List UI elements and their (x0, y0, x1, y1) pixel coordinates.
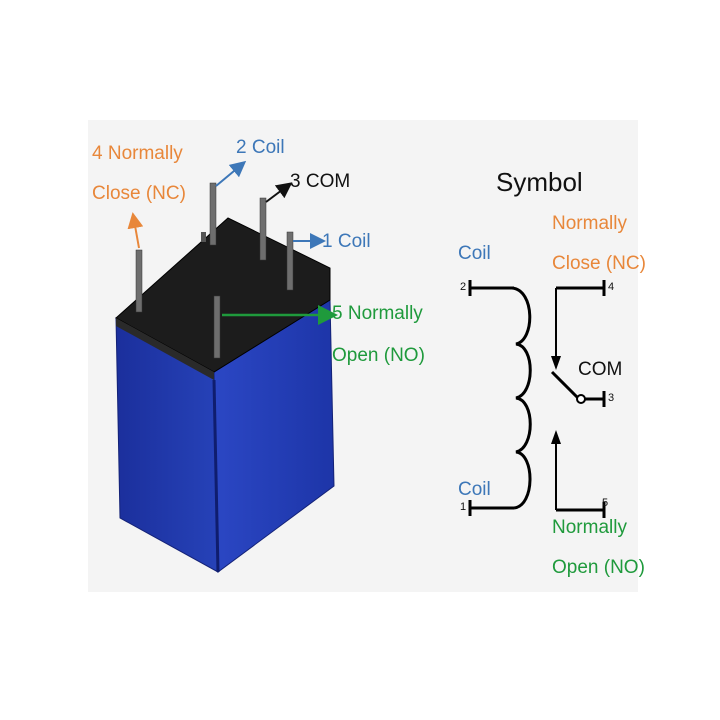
pin-3 (259, 197, 267, 261)
pin3-label: 3 COM (290, 171, 351, 192)
nc-arrowhead (551, 356, 561, 370)
pin-2 (209, 182, 217, 246)
pin5-label-line2: Open (NO) (332, 345, 425, 366)
pin4-label-line1: 4 Normally (92, 143, 183, 164)
pin1-label: 1 Coil (322, 231, 371, 252)
no-arrowhead (551, 430, 561, 444)
com-pivot (576, 394, 586, 404)
symbol-pin-4: 4 (608, 281, 615, 293)
com-switch-arm (550, 370, 580, 400)
coil-top-label: Coil (458, 243, 491, 264)
relay-top-face (115, 217, 331, 373)
coil2-arrow (215, 160, 247, 187)
com-arrow (265, 182, 293, 203)
symbol-pin-2: 2 (460, 281, 467, 293)
pin-stub (201, 232, 206, 242)
coil-bottom-label: Coil (458, 479, 491, 500)
relay-top-edge (116, 318, 214, 380)
com-label: COM (578, 359, 623, 380)
symbol-pin-3: 3 (608, 392, 615, 404)
nc-arrow (127, 212, 144, 249)
relay-corner-edge (212, 379, 220, 573)
relay-symbol (468, 280, 606, 518)
no-label-line2: Open (NO) (552, 557, 645, 578)
symbol-title: Symbol (496, 167, 583, 197)
no-label-line1: Normally (552, 517, 627, 538)
relay-component (115, 182, 335, 573)
pin-4 (135, 249, 143, 313)
nc-label-line1: Normally (552, 213, 627, 234)
pin5-label-line1: 5 Normally (332, 303, 423, 324)
pin4-label-line2: Close (NC) (92, 183, 186, 204)
symbol-pin-5: 5 (602, 497, 609, 509)
pin-1 (286, 231, 294, 291)
nc-label-line2: Close (NC) (552, 253, 646, 274)
symbol-pin-1: 1 (460, 501, 467, 513)
pin-5 (213, 295, 221, 359)
pin2-label: 2 Coil (236, 137, 285, 158)
coil-winding (511, 286, 532, 510)
